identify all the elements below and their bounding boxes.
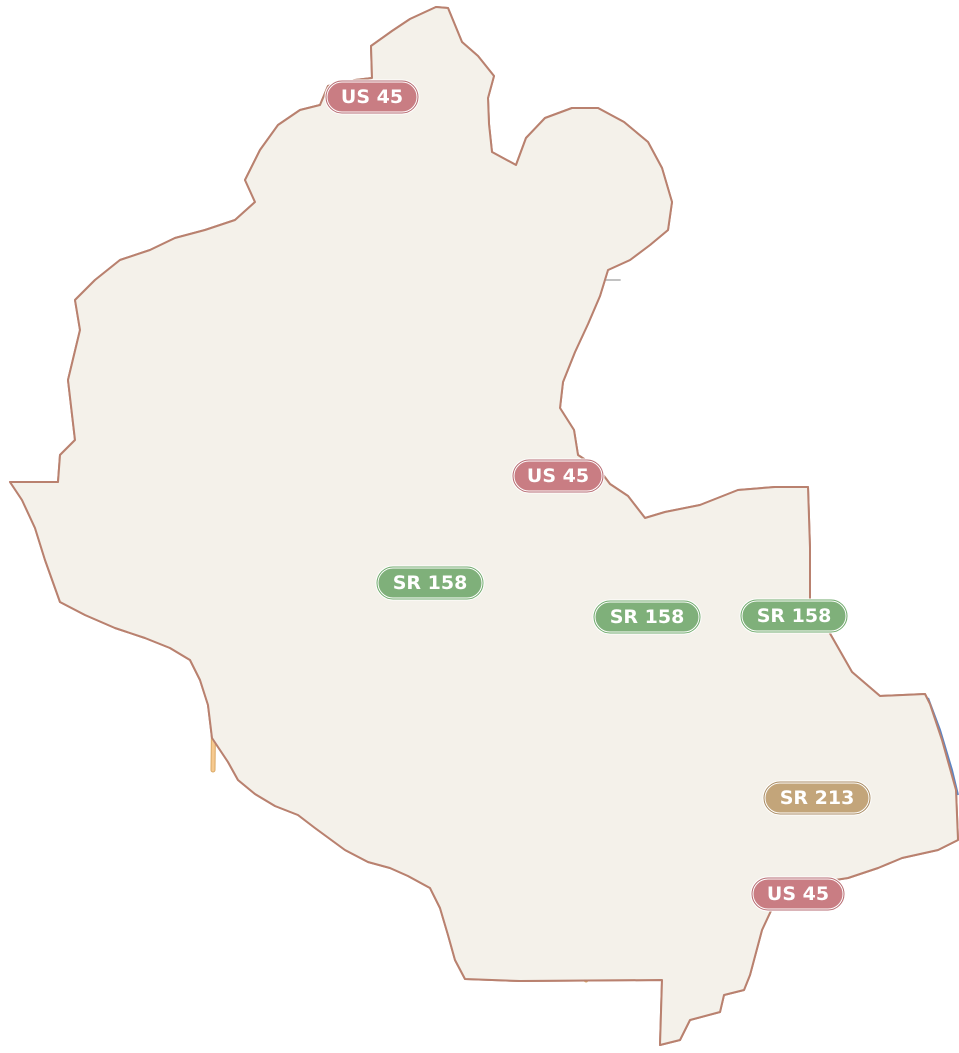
shield-sr-213: SR 213 bbox=[762, 780, 872, 816]
shield-sr-158-central: SR 158 bbox=[592, 599, 702, 635]
shield-label: SR 158 bbox=[610, 606, 685, 628]
shield-label: SR 213 bbox=[780, 787, 855, 809]
shield-us-45-south: US 45 bbox=[750, 876, 846, 912]
shield-sr-158-east: SR 158 bbox=[739, 598, 849, 634]
route-shields: US 45 US 45 US 45 SR 158 SR 158 SR 158 bbox=[324, 79, 872, 912]
shield-label: SR 158 bbox=[393, 572, 468, 594]
shield-us-45-north: US 45 bbox=[324, 79, 420, 115]
shield-us-45-central: US 45 bbox=[511, 458, 605, 494]
shield-sr-158-west: SR 158 bbox=[375, 565, 485, 601]
shield-label: US 45 bbox=[341, 86, 403, 108]
shield-label: US 45 bbox=[527, 465, 589, 487]
shield-label: SR 158 bbox=[757, 605, 832, 627]
shield-label: US 45 bbox=[767, 883, 829, 905]
